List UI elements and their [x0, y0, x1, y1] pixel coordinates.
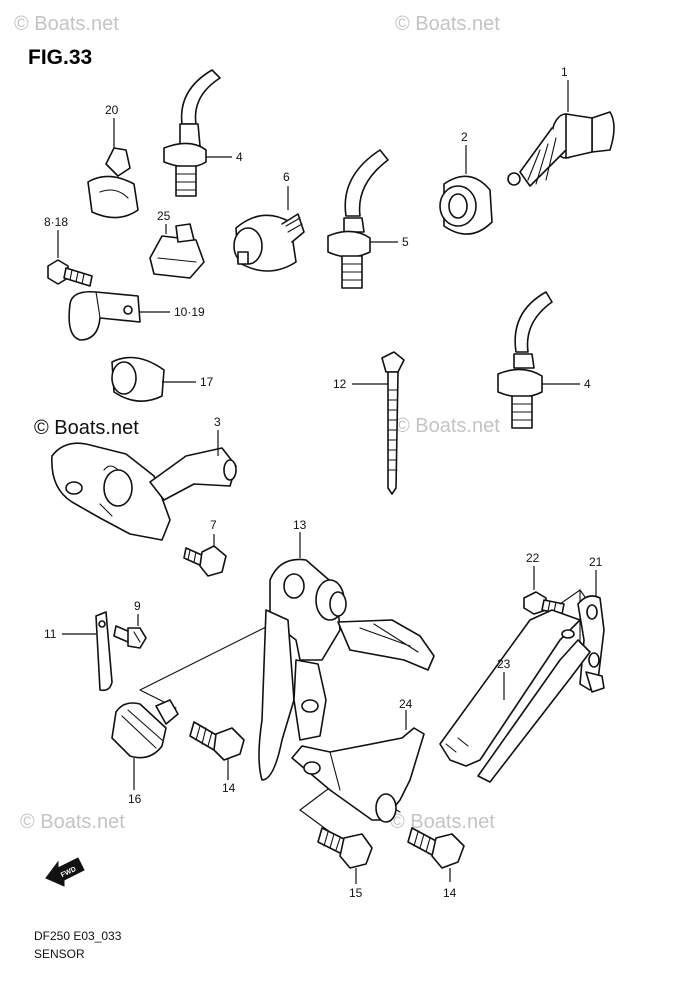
callout-20: 20: [105, 103, 119, 117]
part-25-holder[interactable]: [149, 223, 205, 279]
part-11-stay[interactable]: [62, 611, 113, 692]
part-22-bolt[interactable]: [523, 566, 591, 651]
callout-25: 25: [157, 209, 171, 223]
callout-16: 16: [128, 792, 142, 806]
watermark-bottom-right: © Boats.net: [390, 811, 495, 833]
part-13-lever-assembly[interactable]: [258, 532, 435, 781]
callout-15: 15: [349, 886, 363, 900]
callout-8-18: 8·18: [44, 215, 68, 229]
callout-24: 24: [399, 697, 413, 711]
callout-7: 7: [210, 518, 217, 532]
part-5-sensor[interactable]: [327, 149, 398, 289]
callout-4-lower: 4: [584, 377, 591, 391]
part-12-cable-tie[interactable]: [352, 351, 405, 495]
part-21-bracket[interactable]: [577, 570, 605, 693]
callout-23: 23: [497, 657, 511, 671]
callout-9: 9: [134, 599, 141, 613]
part-9-screw[interactable]: [113, 614, 147, 649]
part-6-pressure-switch[interactable]: [233, 186, 305, 272]
watermark-mid-right: © Boats.net: [395, 415, 500, 437]
part-8-18-bolt[interactable]: [47, 230, 93, 287]
callout-12: 12: [333, 377, 347, 391]
figure-title: FIG.33: [28, 46, 92, 69]
part-7-bolt[interactable]: [183, 534, 227, 577]
callout-14-left: 14: [222, 781, 236, 795]
callout-22: 22: [526, 551, 540, 565]
callout-21: 21: [589, 555, 603, 569]
part-16-spring-clip[interactable]: [111, 699, 179, 790]
part-14-bolt-left[interactable]: [189, 721, 245, 780]
callout-14-right: 14: [443, 886, 457, 900]
watermark-bottom-left: © Boats.net: [20, 811, 125, 833]
callout-17: 17: [200, 375, 214, 389]
callout-11: 11: [44, 627, 57, 641]
part-1-connector[interactable]: [507, 80, 615, 187]
callout-4-upper: 4: [236, 150, 243, 164]
part-3-lever-bracket[interactable]: [51, 430, 237, 541]
watermark-top-left: © Boats.net: [14, 13, 119, 35]
part-4-sensor-lower[interactable]: [497, 291, 580, 429]
callout-13: 13: [293, 518, 307, 532]
part-14-bolt-right[interactable]: [407, 827, 465, 882]
part-2-grommet[interactable]: [439, 145, 493, 235]
part-17-grommet[interactable]: [111, 356, 196, 402]
callout-5: 5: [402, 235, 409, 249]
callout-10-19: 10·19: [174, 305, 205, 319]
callout-3: 3: [214, 415, 221, 429]
part-20-clip[interactable]: [87, 118, 139, 219]
watermark-dark: © Boats.net: [34, 417, 139, 439]
part-4-sensor-upper[interactable]: [163, 69, 232, 197]
watermark-top-right: © Boats.net: [395, 13, 500, 35]
footer-caption: SENSOR: [34, 947, 85, 961]
part-24-plate[interactable]: [291, 710, 425, 823]
callout-1: 1: [561, 65, 568, 79]
part-15-bolt[interactable]: [317, 827, 373, 884]
callout-2: 2: [461, 130, 468, 144]
watermarks: © Boats.net © Boats.net © Boats.net © Bo…: [14, 13, 500, 833]
part-23-link-rod[interactable]: [439, 609, 591, 783]
fwd-arrow-icon: FWD: [45, 857, 85, 887]
footer-model-code: DF250 E03_033: [34, 929, 122, 943]
part-10-19-clamp[interactable]: [68, 290, 170, 341]
callout-6: 6: [283, 170, 290, 184]
